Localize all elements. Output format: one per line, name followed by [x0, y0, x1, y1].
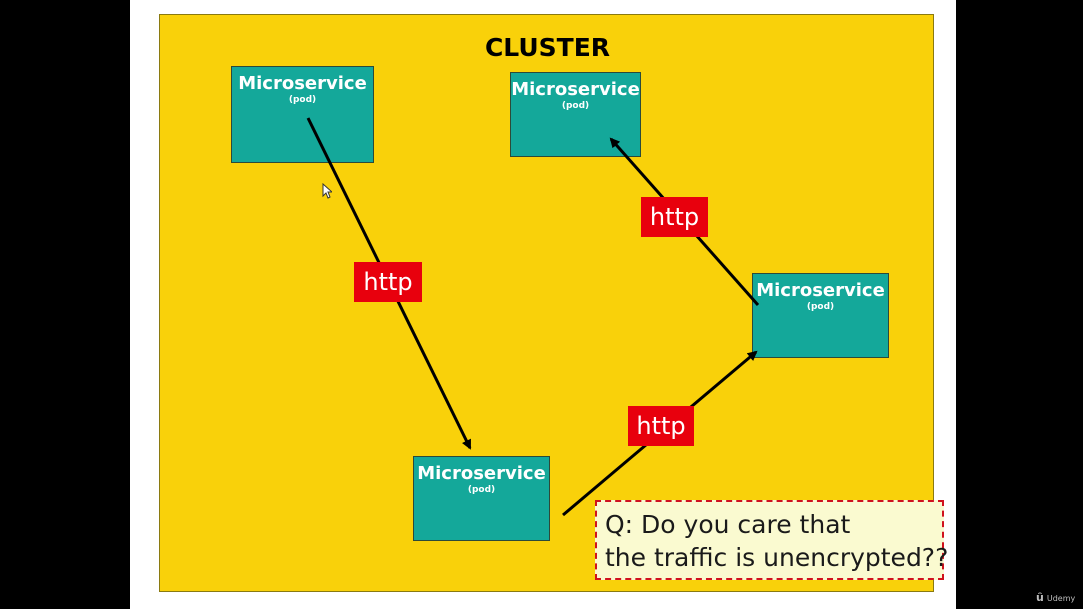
question-line-1: Q: Do you care that [605, 510, 851, 539]
pod-name: Microservice [511, 79, 640, 100]
microservice-pod-top-left: Microservice (pod) [231, 66, 374, 163]
http-label: http [354, 262, 422, 302]
pod-name: Microservice [417, 463, 546, 484]
pod-subtitle: (pod) [561, 101, 590, 111]
pod-subtitle: (pod) [467, 485, 496, 495]
question-callout: Q: Do you care that the traffic is unenc… [595, 500, 949, 580]
watermark-text: Udemy [1046, 594, 1076, 603]
pod-subtitle: (pod) [806, 302, 835, 312]
microservice-pod-top-right: Microservice (pod) [510, 72, 641, 157]
pod-name: Microservice [756, 280, 885, 301]
http-label: http [641, 197, 708, 237]
pod-name: Microservice [238, 73, 367, 94]
microservice-pod-right: Microservice (pod) [752, 273, 889, 358]
question-line-2: the traffic is unencrypted?? [605, 543, 949, 572]
cluster-title: CLUSTER [484, 33, 611, 62]
pod-subtitle: (pod) [288, 95, 317, 105]
udemy-logo-icon: ȗ [1036, 591, 1044, 604]
mouse-pointer-icon [322, 183, 332, 199]
http-label: http [628, 406, 694, 446]
microservice-pod-bottom: Microservice (pod) [413, 456, 550, 541]
